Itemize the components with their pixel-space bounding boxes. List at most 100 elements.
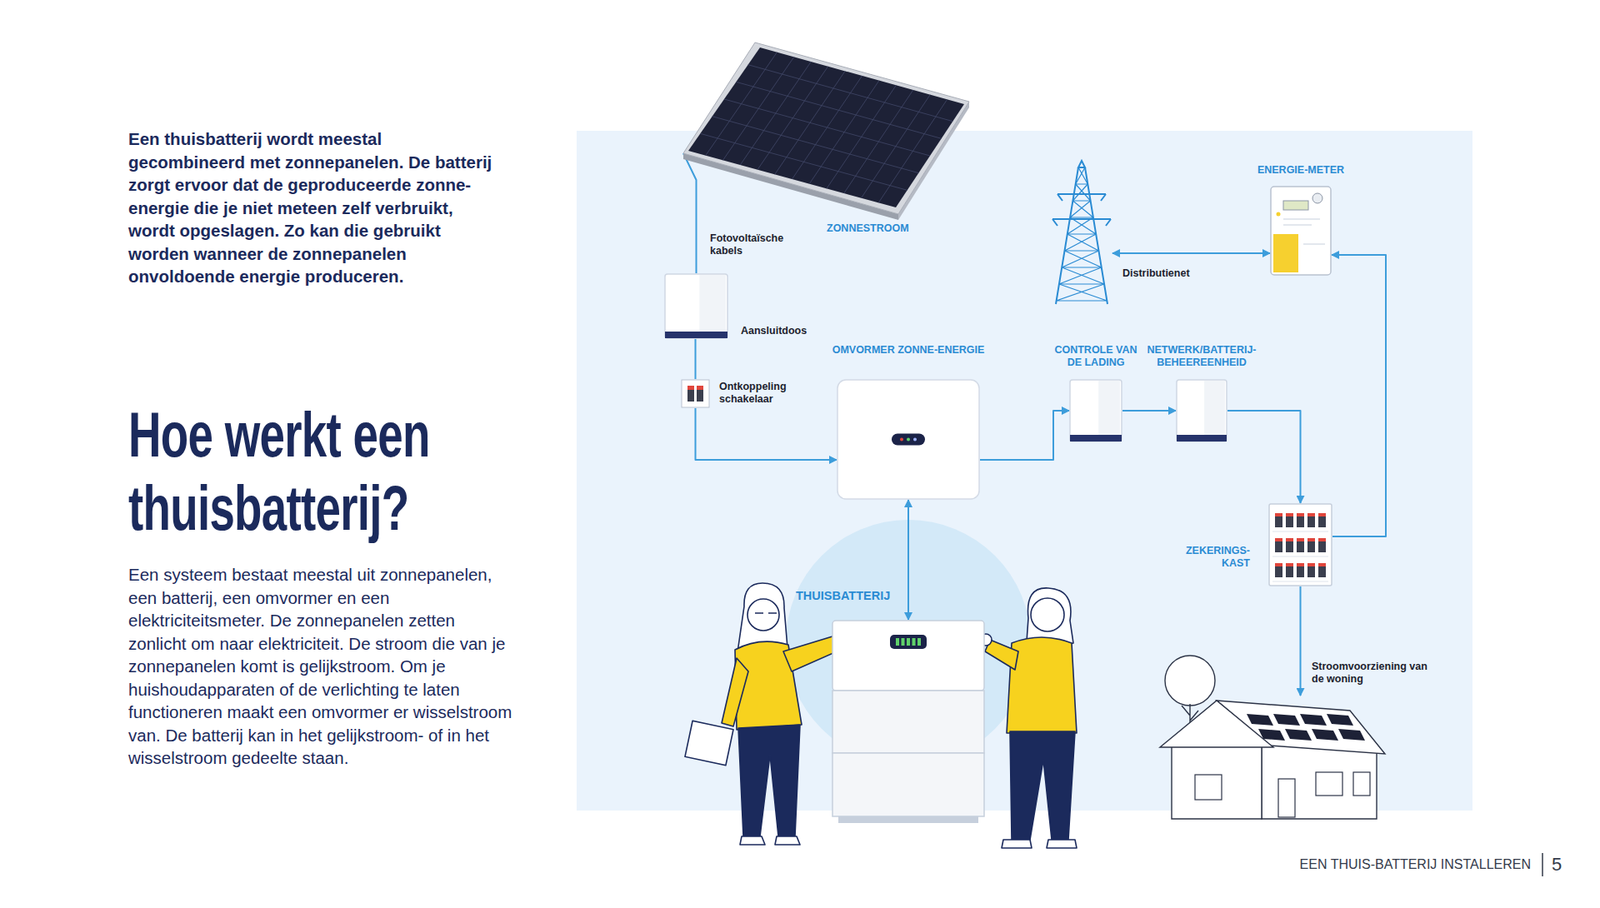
illustration-part bbox=[917, 638, 921, 646]
illustration-part bbox=[1307, 513, 1315, 528]
illustration-part bbox=[687, 385, 695, 390]
house: Stroomvoorziening van de woning bbox=[1153, 695, 1388, 821]
illustration-part bbox=[890, 635, 927, 650]
illustration-part bbox=[685, 720, 734, 765]
fuse-box-icon bbox=[1268, 503, 1333, 587]
illustration-part bbox=[1318, 513, 1326, 528]
page-title: Hoe werkt een thuisbatterij? bbox=[128, 398, 455, 545]
illustration-part bbox=[1318, 538, 1326, 542]
illustration-part bbox=[1296, 513, 1305, 517]
illustration-part bbox=[1275, 513, 1283, 517]
energy-meter-icon bbox=[1270, 185, 1332, 276]
junction-box: Aansluitdoos bbox=[664, 273, 729, 340]
disconnect-switch: Ontkoppeling schakelaar bbox=[680, 379, 710, 409]
illustration-part bbox=[1272, 531, 1329, 533]
connector bbox=[695, 339, 697, 380]
illustration-part bbox=[838, 816, 979, 824]
illustration-part bbox=[665, 274, 728, 339]
illustration-part bbox=[1318, 538, 1326, 553]
illustration-part bbox=[1061, 250, 1102, 268]
grid-pylon: Distributienet bbox=[1050, 160, 1113, 306]
connector bbox=[1227, 410, 1301, 504]
illustration-part bbox=[683, 42, 970, 215]
charge-controller-icon bbox=[1069, 379, 1123, 443]
illustration-part bbox=[906, 438, 910, 442]
connector bbox=[1331, 255, 1386, 537]
illustration-part bbox=[1052, 160, 1111, 305]
connector bbox=[907, 500, 910, 620]
footer-separator bbox=[1541, 853, 1544, 877]
illustration-part bbox=[832, 753, 985, 817]
illustration-part bbox=[1273, 234, 1299, 273]
illustration-part bbox=[1285, 513, 1294, 528]
connector bbox=[980, 410, 1070, 460]
illustration-part bbox=[700, 133, 907, 190]
illustration-part bbox=[913, 438, 917, 442]
edge-label: Fotovoltaïsche kabels bbox=[710, 232, 802, 258]
intro-paragraph: Een thuisbatterij wordt meestal gecombin… bbox=[128, 127, 495, 289]
inverter: OMVORMER ZONNE-ENERGIE bbox=[836, 379, 980, 500]
illustration-part bbox=[1326, 714, 1354, 726]
illustration-part bbox=[1296, 513, 1305, 528]
illustration-part bbox=[721, 658, 749, 727]
illustration-part bbox=[1312, 193, 1323, 204]
illustration-part bbox=[1176, 435, 1227, 442]
illustration-part bbox=[1307, 563, 1315, 567]
illustration-part bbox=[1270, 186, 1331, 275]
illustration-part bbox=[735, 81, 941, 139]
illustration-part bbox=[748, 65, 954, 122]
home-battery: THUISBATTERIJ bbox=[831, 620, 985, 825]
connector bbox=[683, 153, 697, 274]
illustration-part bbox=[755, 612, 777, 614]
illustration-part bbox=[665, 331, 728, 339]
energy-meter: ENERGIE-METER bbox=[1270, 185, 1332, 276]
fuse-box: ZEKERINGS- KAST bbox=[1268, 503, 1333, 587]
illustration-part bbox=[1059, 267, 1105, 285]
part-label: Aansluitdoos bbox=[740, 325, 841, 338]
illustration-part bbox=[1176, 380, 1227, 442]
charge-controller: CONTROLE VAN DE LADING bbox=[1069, 379, 1123, 443]
illustration-part bbox=[1285, 563, 1294, 578]
illustration-part bbox=[1307, 513, 1315, 517]
management-unit-icon bbox=[1175, 379, 1228, 443]
illustration-part bbox=[895, 638, 900, 646]
illustration-part bbox=[1285, 729, 1312, 741]
illustration-part bbox=[1285, 513, 1294, 517]
illustration-part bbox=[1307, 538, 1315, 553]
person-right bbox=[980, 588, 1077, 849]
illustration-part bbox=[688, 47, 965, 208]
body-paragraph: Een systeem bestaat meestal uit zonnepan… bbox=[128, 563, 516, 770]
illustration-part bbox=[1065, 234, 1100, 251]
illustration-part bbox=[1272, 581, 1329, 583]
illustration-part bbox=[900, 438, 904, 442]
illustration-part bbox=[832, 620, 985, 691]
illustration-part bbox=[1296, 563, 1305, 567]
illustration-part bbox=[1098, 380, 1120, 435]
house-icon bbox=[1153, 695, 1388, 821]
illustration-part bbox=[1165, 655, 1215, 706]
illustration-part bbox=[1353, 772, 1370, 796]
illustration-part bbox=[1285, 538, 1294, 553]
illustration-part bbox=[1296, 563, 1305, 578]
illustration-part bbox=[832, 690, 985, 754]
inverter-icon bbox=[836, 379, 980, 500]
illustration-part bbox=[1246, 714, 1274, 726]
junction-box-icon bbox=[664, 273, 729, 340]
illustration-part bbox=[1307, 563, 1315, 578]
part-label: OMVORMER ZONNE-ENERGIE bbox=[829, 344, 988, 357]
illustration-part bbox=[1010, 731, 1075, 840]
illustration-part bbox=[1261, 744, 1377, 820]
illustration-part bbox=[681, 380, 710, 408]
disconnect-switch-icon bbox=[680, 379, 710, 409]
illustration-part bbox=[712, 116, 920, 174]
illustration-part bbox=[1283, 219, 1320, 220]
diagram-panel bbox=[576, 130, 1473, 811]
illustration-part bbox=[1315, 772, 1343, 796]
illustration-part bbox=[1258, 729, 1285, 741]
illustration-part bbox=[1303, 244, 1325, 245]
illustration-part bbox=[1275, 563, 1283, 578]
illustration-part bbox=[1160, 700, 1274, 748]
illustration-part bbox=[1075, 167, 1089, 185]
illustration-part bbox=[1072, 184, 1090, 201]
illustration-part bbox=[906, 638, 910, 646]
